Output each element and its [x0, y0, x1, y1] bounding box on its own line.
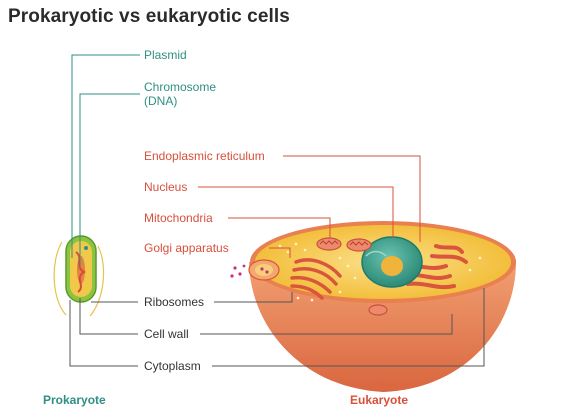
ribosomes-label: Ribosomes — [144, 295, 205, 309]
prokaryote-caption: Prokaryote — [43, 393, 106, 407]
cytoplasm-leader-left — [69, 300, 138, 367]
cell-wall-leader-left — [79, 298, 138, 335]
cell-wall-label: Cell wall — [144, 327, 189, 341]
prokaryote-cell — [53, 235, 105, 317]
eukaryote-caption: Eukaryote — [350, 393, 409, 407]
er-leader-line — [283, 155, 421, 242]
chromosome-label-line1: Chromosome — [144, 80, 217, 94]
mitochondria-label: Mitochondria — [144, 211, 213, 225]
ribosomes — [278, 242, 482, 302]
ribosomes-leader-right — [214, 292, 293, 303]
nucleus-leader-line — [198, 186, 394, 238]
shared-leader-lines — [69, 288, 485, 367]
mitochondria — [316, 237, 388, 316]
golgi-apparatus — [290, 258, 342, 300]
flagellum — [89, 245, 105, 317]
er-label: Endoplasmic reticulum — [144, 149, 265, 163]
prokaryote-leader-lines — [71, 54, 140, 266]
nucleus — [361, 236, 423, 288]
chromosome-label-line2: (DNA) — [144, 94, 178, 108]
nucleolus — [381, 256, 403, 276]
cell-wall-leader-right — [200, 314, 453, 335]
plasmid-label: Plasmid — [144, 48, 187, 62]
cytoplasm-label: Cytoplasm — [144, 359, 201, 373]
flagellum — [53, 241, 67, 316]
prokaryote-plasmid — [84, 246, 88, 250]
chromosome-label: Chromosome (DNA) — [144, 80, 216, 108]
eukaryote-leader-lines — [198, 155, 421, 258]
vesicle — [230, 259, 280, 281]
chromosome-leader-line — [79, 93, 140, 266]
golgi-label: Golgi apparatus — [144, 241, 229, 255]
mitochondria-leader-line — [228, 217, 331, 238]
cytoplasm-leader-right — [212, 288, 485, 367]
nucleus-label: Nucleus — [144, 180, 188, 194]
page-title: Prokaryotic vs eukaryotic cells — [8, 6, 290, 27]
plasmid-leader-line — [71, 54, 140, 258]
golgi-leader-line — [269, 247, 291, 258]
eukaryote-cell — [230, 221, 516, 392]
prokaryote-nucleoid — [77, 256, 85, 284]
